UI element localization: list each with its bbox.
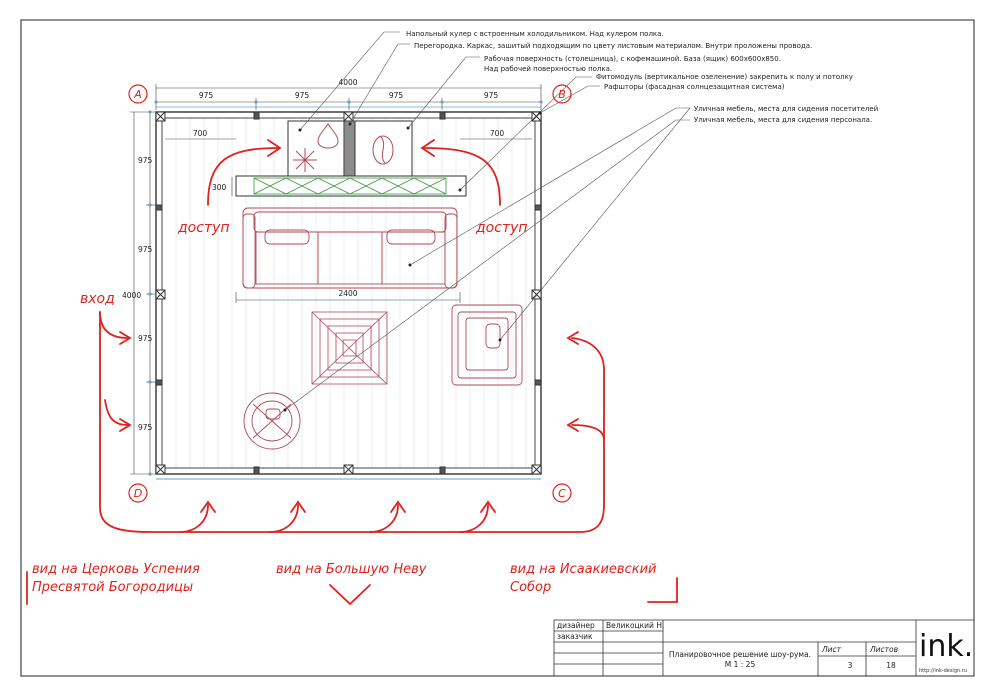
sheet-frame	[20, 19, 975, 677]
cooler-unit	[287, 120, 345, 177]
access-left-label: доступ	[177, 220, 230, 236]
top-dimensions	[154, 84, 543, 110]
sofa	[242, 207, 458, 289]
dim-left-seg-2: 975	[138, 245, 153, 254]
title-block	[553, 619, 975, 677]
coffee-bean-icon	[372, 135, 394, 165]
dim-inner-left: 700	[193, 129, 208, 138]
dim-top-seg-2: 975	[295, 91, 310, 100]
view-church-line1: вид на Церковь Успения	[32, 562, 200, 577]
view-isaac-line2: Собор	[510, 580, 551, 595]
tb-sheets-number: 18	[886, 661, 896, 670]
dim-top-seg-4: 975	[484, 91, 499, 100]
partition	[343, 120, 356, 177]
snowflake-icon	[293, 148, 317, 172]
tb-designer-name: Великоцкий Н.	[606, 621, 664, 630]
callout-shelf: Над рабочей поверхностью полка.	[484, 65, 612, 73]
dim-left-seg-1: 975	[138, 156, 153, 165]
callout-cooler: Напольный кулер с встроенным холодильник…	[406, 30, 664, 38]
dim-left-seg-3: 975	[138, 334, 153, 343]
access-right-label: доступ	[475, 220, 528, 236]
view-church-line2: Пресвятой Богородицы	[32, 580, 193, 595]
corner-d: D	[134, 487, 142, 500]
leader-dots	[283, 111, 542, 412]
corner-markers	[128, 84, 572, 503]
callout-partition: Перегородка. Каркас, зашитый подходящим …	[414, 42, 812, 50]
callout-blinds: Рафшторы (фасадная солнцезащитная систем…	[604, 83, 785, 91]
callout-phytomodule: Фитомодуль (вертикальное озеленение) зак…	[596, 73, 853, 81]
callout-staff-seating: Уличная мебель, места для сидения персон…	[694, 116, 872, 124]
callout-counter: Рабочая поверхность (столешница), с кофе…	[484, 55, 781, 63]
tb-role-designer: дизайнер	[557, 621, 595, 630]
coffee-table	[311, 311, 388, 385]
corner-c: C	[558, 487, 566, 500]
dim-counter-depth: 300	[212, 183, 227, 192]
coffee-machine	[354, 120, 413, 177]
dim-sofa-width: 2400	[338, 289, 357, 298]
dim-top-total: 4000	[338, 78, 357, 87]
inner-dimensions	[165, 138, 532, 303]
dim-top-seg-3: 975	[389, 91, 404, 100]
view-neva: вид на Большую Неву	[276, 562, 427, 577]
callout-visitor-seating: Уличная мебель, места для сидения посети…	[694, 105, 878, 113]
tb-sheets-label: Листов	[869, 645, 898, 654]
ink-logo: ink.	[919, 629, 973, 664]
tb-url: http://ink-design.ru	[919, 668, 967, 674]
view-isaac-line1: вид на Исаакиевский	[510, 562, 657, 577]
dim-left-seg-4: 975	[138, 423, 153, 432]
tb-role-client: заказчик	[557, 632, 593, 641]
tb-scale: М 1 : 25	[725, 660, 756, 669]
dim-inner-right: 700	[490, 129, 505, 138]
corner-a: A	[133, 88, 142, 101]
left-dimensions	[130, 110, 156, 476]
armchair	[451, 304, 523, 386]
tb-title: Планировочное решение шоу-рума.	[669, 650, 811, 659]
dim-left-total: 4000	[122, 291, 141, 300]
tb-sheet-label: Лист	[821, 645, 842, 654]
dim-top-seg-1: 975	[199, 91, 214, 100]
round-chair	[243, 392, 301, 450]
corner-b: B	[558, 88, 566, 101]
work-counter	[235, 175, 467, 197]
posts	[155, 111, 542, 475]
water-drop-icon	[317, 123, 339, 149]
red-arrows	[26, 139, 678, 606]
leader-lines	[284, 31, 691, 411]
entrance-label: вход	[80, 291, 115, 307]
tb-sheet-number: 3	[848, 661, 853, 670]
